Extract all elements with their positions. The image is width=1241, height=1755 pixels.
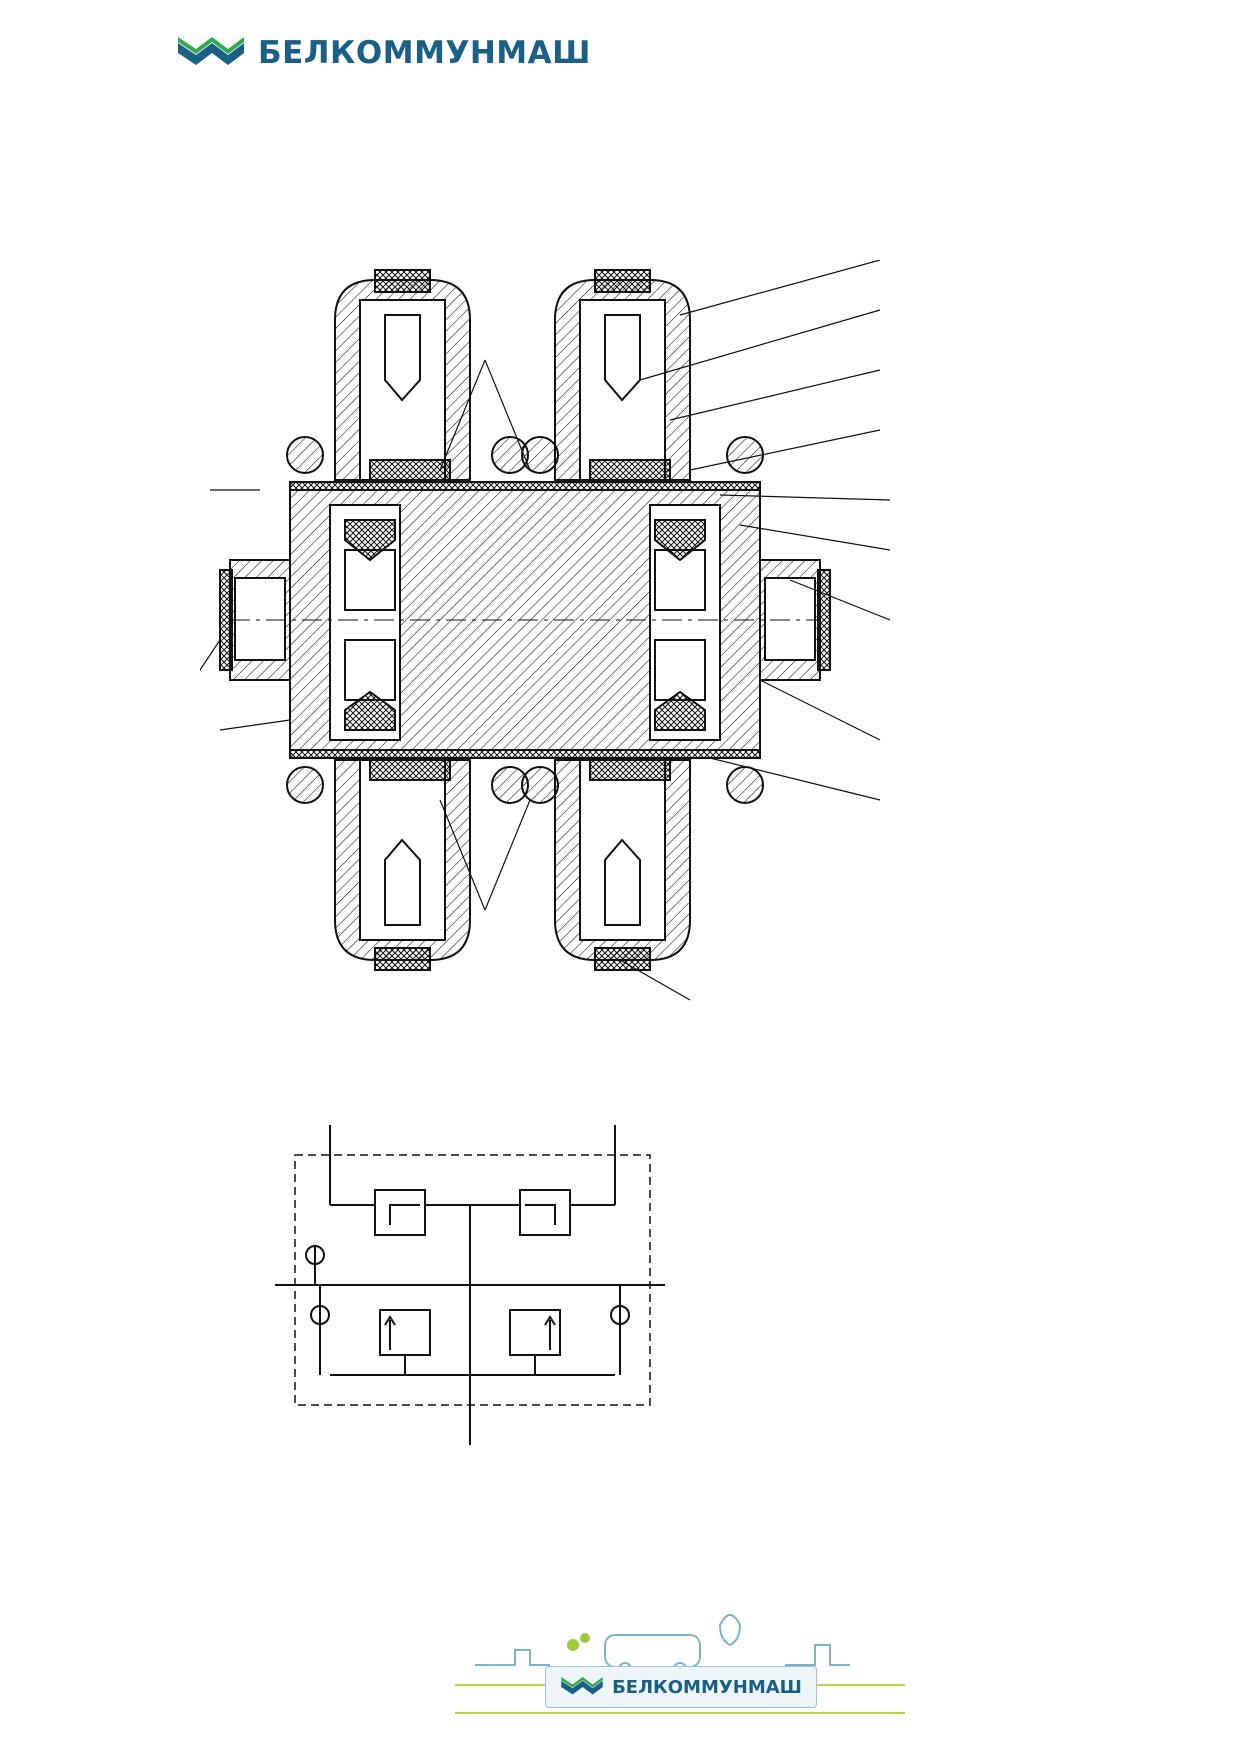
lower-right-valve (509, 1309, 561, 1356)
header-logo: БЕЛКОММУНМАШ (176, 30, 596, 76)
belkommunmash-chevron-icon (178, 37, 244, 65)
lower-left-valve (379, 1309, 431, 1356)
upper-right-valve (519, 1189, 571, 1236)
bus-icon (604, 1634, 701, 1668)
upper-left-valve (374, 1189, 426, 1236)
hydraulic-schematic (275, 1125, 665, 1445)
footer-brand-name: БЕЛКОММУНМАШ (612, 1676, 802, 1698)
brand-name: БЕЛКОММУНМАШ (258, 35, 591, 71)
leader-lines (200, 260, 891, 1001)
cross-section-drawing (200, 260, 891, 1001)
belkommunmash-chevron-icon (561, 1676, 603, 1695)
footer-brand-box: БЕЛКОММУНМАШ (545, 1666, 817, 1708)
dashed-boundary (294, 1154, 651, 1406)
